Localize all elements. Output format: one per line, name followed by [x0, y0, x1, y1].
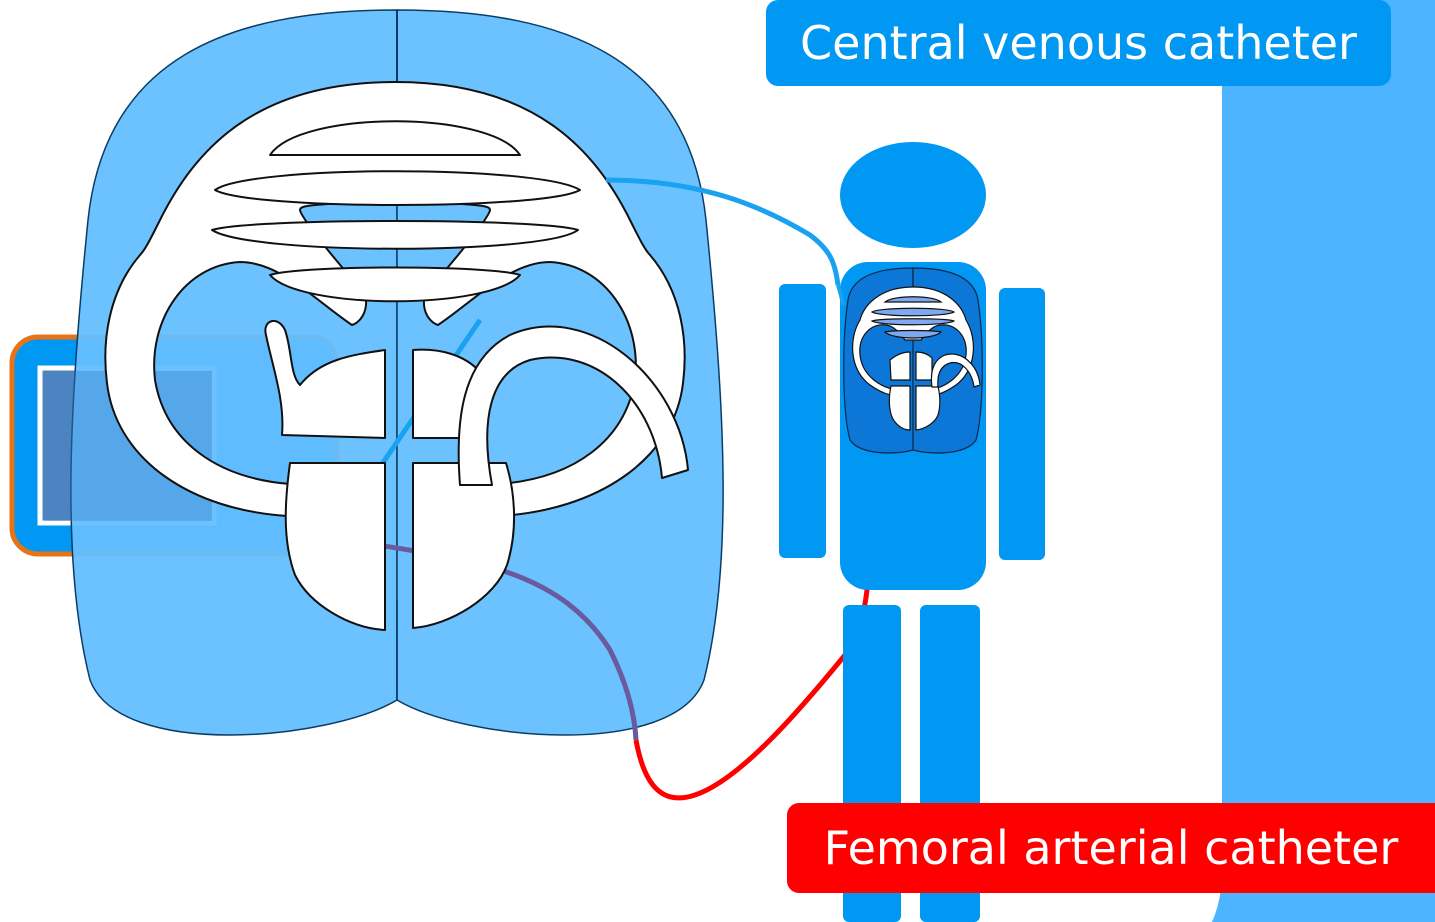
central-venous-catheter-label: Central venous catheter: [766, 0, 1391, 86]
femoral-arterial-catheter-label: Femoral arterial catheter: [787, 803, 1435, 893]
side-panel: [1212, 0, 1435, 922]
